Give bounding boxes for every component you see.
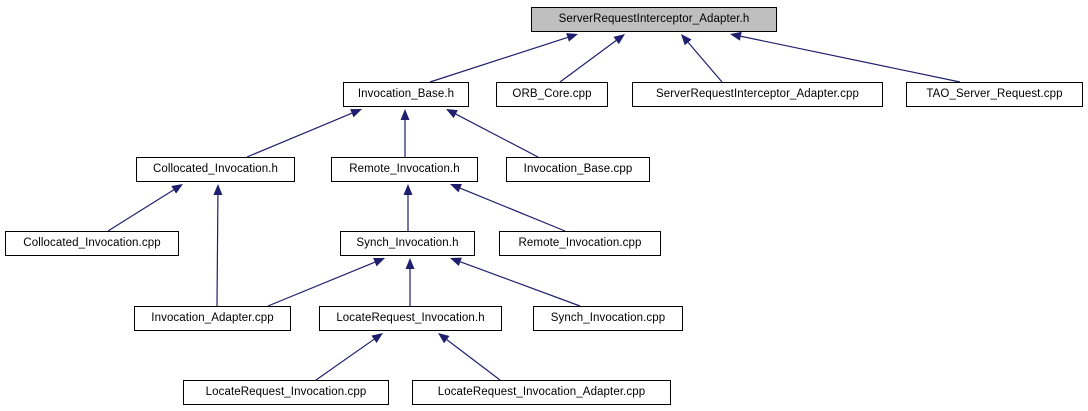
graph-node-label: LocateRequest_Invocation_Adapter.cpp <box>437 385 646 398</box>
graph-edge-invocation_base_h-to-root <box>429 33 578 83</box>
graph-node-label: Collocated_Invocation.h <box>152 162 279 175</box>
graph-node-invocation_base_cpp[interactable]: Invocation_Base.cpp <box>506 157 650 182</box>
graph-node-label: ORB_Core.cpp <box>512 87 592 100</box>
graph-edge-orb_core_cpp-to-root <box>559 34 625 83</box>
graph-node-label: Invocation_Base.cpp <box>523 162 633 175</box>
graph-node-locate_cpp[interactable]: LocateRequest_Invocation.cpp <box>183 380 389 405</box>
graph-node-label: LocateRequest_Invocation.h <box>336 311 485 324</box>
graph-node-invocation_adapter[interactable]: Invocation_Adapter.cpp <box>134 306 291 331</box>
arrowhead-icon <box>350 109 362 118</box>
arrowhead-icon <box>613 34 625 45</box>
arrowhead-icon <box>373 258 385 267</box>
graph-edge-invocation_adapter-to-synch_h <box>267 258 385 307</box>
graph-edge-srio_adapter_cpp-to-root <box>681 34 723 83</box>
graph-edge-remote_h-to-invocation_base_h <box>400 109 410 157</box>
graph-node-remote_cpp[interactable]: Remote_Invocation.cpp <box>499 231 661 256</box>
graph-edge-collocated_cpp-to-collocated_h <box>107 184 183 232</box>
graph-edge-tao_server_request-to-root <box>730 31 961 83</box>
graph-node-label: Synch_Invocation.cpp <box>550 311 666 324</box>
graph-edge-remote_cpp-to-remote_h <box>450 183 566 232</box>
arrowhead-icon <box>213 184 223 196</box>
arrowhead-icon <box>403 184 413 195</box>
graph-node-locate_adapter_cpp[interactable]: LocateRequest_Invocation_Adapter.cpp <box>412 380 671 405</box>
arrowhead-icon <box>438 333 450 344</box>
graph-edge-invocation_adapter-to-collocated_h <box>213 184 223 307</box>
arrowhead-icon <box>446 109 458 119</box>
graph-edge-locate_h-to-synch_h <box>405 258 415 306</box>
graph-node-synch_cpp[interactable]: Synch_Invocation.cpp <box>533 306 683 331</box>
graph-edge-synch_cpp-to-synch_h <box>450 257 581 307</box>
graph-node-invocation_base_h[interactable]: Invocation_Base.h <box>343 82 469 107</box>
graph-node-label: TAO_Server_Request.cpp <box>926 87 1063 100</box>
arrowhead-icon <box>681 34 692 46</box>
arrowhead-icon <box>450 183 462 193</box>
graph-node-label: Collocated_Invocation.cpp <box>23 236 161 249</box>
arrowhead-icon <box>371 333 383 344</box>
graph-node-label: Remote_Invocation.h <box>349 162 460 175</box>
arrowhead-icon <box>400 109 410 120</box>
graph-edge-invocation_base_cpp-to-invocation_base_h <box>446 109 539 158</box>
graph-node-label: Invocation_Adapter.cpp <box>151 311 274 324</box>
graph-node-srio_adapter_cpp[interactable]: ServerRequestInterceptor_Adapter.cpp <box>632 82 883 107</box>
arrowhead-icon <box>566 33 578 42</box>
graph-node-label: Remote_Invocation.cpp <box>518 236 642 249</box>
graph-node-synch_h[interactable]: Synch_Invocation.h <box>340 231 475 256</box>
arrowhead-icon <box>450 257 462 267</box>
graph-node-root[interactable]: ServerRequestInterceptor_Adapter.h <box>531 7 777 32</box>
graph-node-label: ServerRequestInterceptor_Adapter.h <box>558 12 750 25</box>
graph-node-label: Synch_Invocation.h <box>356 236 459 249</box>
graph-edge-locate_adapter_cpp-to-locate_h <box>438 333 501 381</box>
graph-node-label: ServerRequestInterceptor_Adapter.cpp <box>655 87 860 100</box>
graph-node-tao_server_request[interactable]: TAO_Server_Request.cpp <box>906 82 1083 107</box>
graph-edge-collocated_h-to-invocation_base_h <box>246 109 362 158</box>
arrowhead-icon <box>730 31 742 41</box>
arrowhead-icon <box>405 258 415 269</box>
graph-node-collocated_cpp[interactable]: Collocated_Invocation.cpp <box>5 231 179 256</box>
graph-node-label: LocateRequest_Invocation.cpp <box>205 385 367 398</box>
graph-node-locate_h[interactable]: LocateRequest_Invocation.h <box>319 306 502 331</box>
graph-node-label: Invocation_Base.h <box>357 87 455 100</box>
graph-node-remote_h[interactable]: Remote_Invocation.h <box>331 157 478 182</box>
arrowhead-icon <box>171 184 183 194</box>
graph-edge-synch_h-to-remote_h <box>403 184 413 231</box>
graph-node-collocated_h[interactable]: Collocated_Invocation.h <box>136 157 295 182</box>
graph-node-orb_core_cpp[interactable]: ORB_Core.cpp <box>496 82 608 107</box>
graph-edge-locate_cpp-to-locate_h <box>315 333 383 381</box>
